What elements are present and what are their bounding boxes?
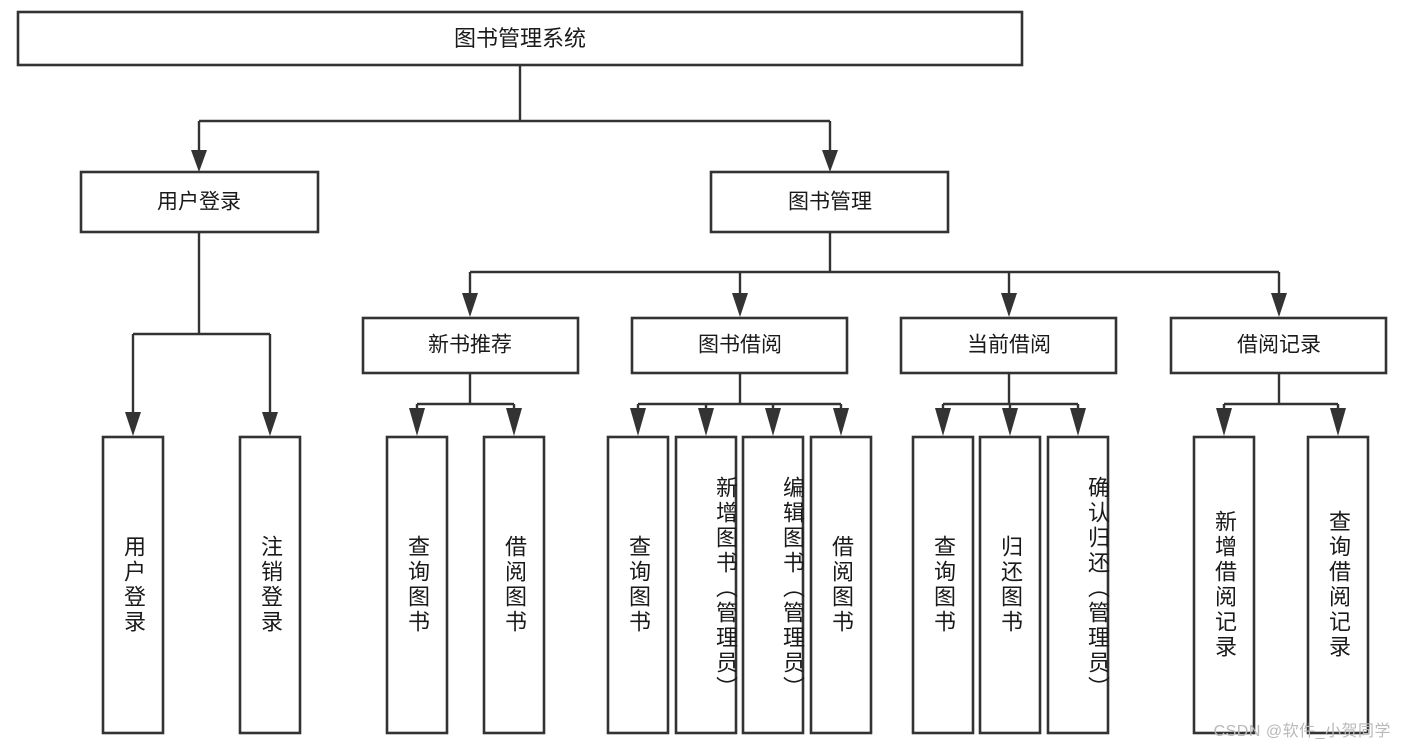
arrow-head-leaf-add-book [698,408,714,436]
node-book-manage-box[interactable] [709,170,950,234]
csdn-watermark: CSDN @软件_小贺同学 [1213,723,1391,740]
node-book-borrow[interactable]: 图书借阅 [630,316,849,375]
connector-group-borrow-record [1216,373,1346,436]
arrow-head-book-manage [822,150,838,172]
arrow-head-leaf-query-book-2 [630,408,646,436]
node-current-borrow-label: 当前借阅 [967,334,1051,357]
arrow-head-new-book-recommend [462,293,478,317]
arrow-head-leaf-edit-book [765,408,781,436]
node-leaf-edit-book-box[interactable] [741,435,805,735]
node-book-manage-label: 图书管理 [788,191,872,214]
node-leaf-confirm-return-box[interactable] [1046,435,1110,735]
arrow-head-leaf-user-login [125,412,141,436]
node-user-login-label: 用户登录 [157,191,241,214]
connector-group-user-login [125,232,278,436]
node-leaf-return-book-box[interactable] [978,435,1042,735]
node-leaf-user-login-box[interactable] [101,435,165,735]
node-leaf-add-record-box[interactable] [1192,435,1256,735]
arrow-head-book-borrow [732,293,748,317]
node-leaf-borrow-book-2-box[interactable] [809,435,873,735]
node-new-book-recommend[interactable]: 新书推荐 [361,316,580,375]
arrow-head-leaf-logout-login [262,412,278,436]
node-current-borrow[interactable]: 当前借阅 [899,316,1118,375]
arrow-head-leaf-borrow-book-2 [833,408,849,436]
node-leaf-borrow-book-1-box[interactable] [482,435,546,735]
arrow-head-user-login [191,150,207,172]
node-leaf-query-book-1-box[interactable] [385,435,449,735]
connector-group-current-borrow [935,373,1086,436]
node-root-box[interactable] [16,10,1024,67]
node-book-borrow-box[interactable] [630,316,849,375]
node-new-book-recommend-box[interactable] [361,316,580,375]
node-leaf-logout-login-box[interactable] [238,435,302,735]
arrow-head-leaf-add-record [1216,408,1232,436]
node-borrow-record-label: 借阅记录 [1237,334,1321,357]
node-user-login-box[interactable] [79,170,320,234]
arrow-head-leaf-query-book-1 [409,408,425,436]
arrow-head-leaf-query-record [1330,408,1346,436]
connector-group-book-borrow [630,373,849,436]
node-book-manage[interactable]: 图书管理 [709,170,950,234]
node-borrow-record[interactable]: 借阅记录 [1169,316,1388,375]
node-leaf-query-book-2-box[interactable] [606,435,670,735]
arrow-head-borrow-record [1271,293,1287,317]
arrow-head-leaf-borrow-book-1 [506,408,522,436]
connector-group-book-manage [462,232,1287,317]
arrow-head-leaf-return-book [1002,408,1018,436]
node-root-label: 图书管理系统 [454,26,586,51]
node-root[interactable]: 图书管理系统 [16,10,1024,67]
node-borrow-record-box[interactable] [1169,316,1388,375]
node-leaf-query-record-box[interactable] [1306,435,1370,735]
arrow-head-current-borrow [1001,293,1017,317]
node-book-borrow-label: 图书借阅 [698,334,782,357]
node-leaf-query-book-3-box[interactable] [911,435,975,735]
node-current-borrow-box[interactable] [899,316,1118,375]
connector-group-new-book-recommend [409,373,522,436]
arrow-head-leaf-query-book-3 [935,408,951,436]
node-user-login[interactable]: 用户登录 [79,170,320,234]
node-new-book-recommend-label: 新书推荐 [428,334,512,357]
connector-group-root [191,65,838,172]
arrow-head-leaf-confirm-return [1070,408,1086,436]
node-leaf-add-book-box[interactable] [674,435,738,735]
